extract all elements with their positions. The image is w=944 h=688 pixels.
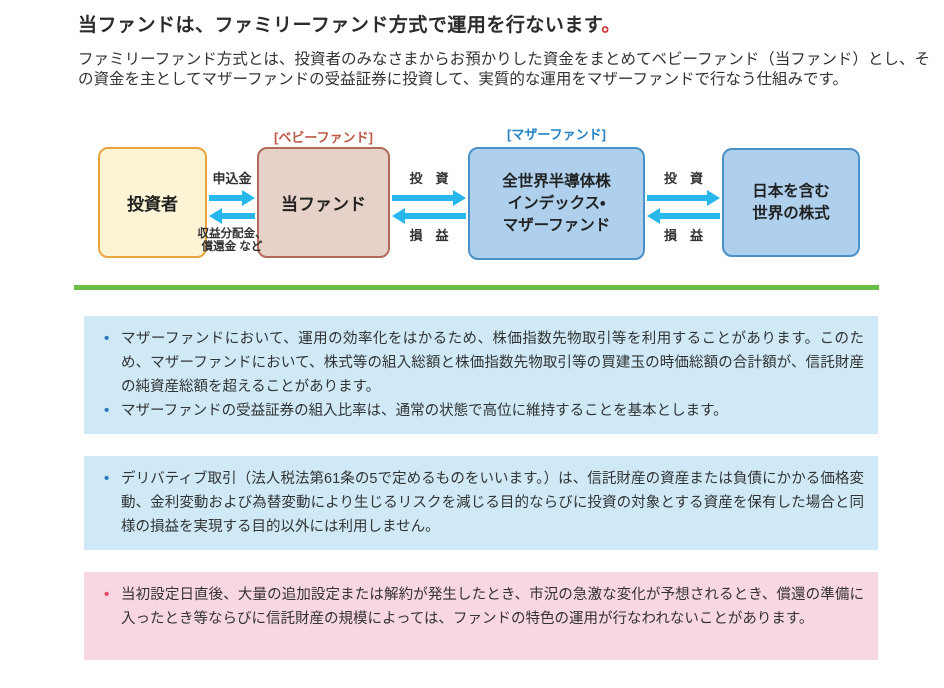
- world-stocks-box-line2: 世界の株式: [752, 204, 830, 222]
- note-item: • 当初設定日直後、大量の追加設定または解約が発生したとき、市況の急激な変化が予想…: [98, 583, 864, 631]
- note-list: • マザーファンドにおいて、運用の効率化をはかるため、株価指数先物取引等を利用する…: [98, 327, 864, 423]
- note-item: • マザーファンドの受益証券の組入比率は、通常の状態で高位に維持することを基本とし…: [98, 399, 864, 423]
- page-title: 当ファンドは、ファミリーファンド方式で運用を行ないます。: [78, 10, 938, 37]
- flow-fund-mother: 投 資 損 益: [392, 171, 466, 243]
- this-fund-box: 当ファンド: [257, 147, 390, 258]
- baby-fund-label: [ベビーファンド]: [274, 130, 373, 145]
- note-list: • デリバティブ取引（法人税法第61条の5で定めるものをいいます。）は、信託財産の…: [98, 467, 864, 539]
- note-box-operation-caution: • 当初設定日直後、大量の追加設定または解約が発生したとき、市況の急激な変化が予想…: [84, 572, 878, 660]
- flow-investor-fund: 申込金 収益分配金、 償還金 など: [198, 171, 267, 254]
- arrow-right-icon: [392, 190, 466, 206]
- arrow-right-icon: [209, 190, 255, 206]
- distribution-label: 収益分配金、 償還金 など: [187, 228, 277, 254]
- page-title-red-period: 。: [601, 15, 621, 36]
- note-item: • デリバティブ取引（法人税法第61条の5で定めるものをいいます。）は、信託財産の…: [98, 467, 864, 539]
- world-stocks-box-line1: 日本を含む: [752, 182, 830, 200]
- bullet-icon: •: [104, 402, 110, 419]
- note-list: • 当初設定日直後、大量の追加設定または解約が発生したとき、市況の急激な変化が予想…: [98, 583, 864, 631]
- mother-fund-box-line3: マザーファンド: [502, 216, 611, 234]
- note-item-text: 当初設定日直後、大量の追加設定または解約が発生したとき、市況の急激な変化が予想さ…: [121, 587, 864, 627]
- mother-fund-label: [マザーファンド]: [507, 127, 606, 142]
- arrow-left-icon: [392, 208, 466, 224]
- arrow-right-icon: [647, 190, 720, 206]
- mother-fund-box-line2: インデックス・: [507, 194, 606, 212]
- bullet-icon: •: [104, 330, 110, 347]
- note-item-text: マザーファンドの受益証券の組入比率は、通常の状態で高位に維持することを基本としま…: [121, 403, 728, 419]
- world-stocks-box: 日本を含む 世界の株式: [722, 148, 860, 257]
- distribution-label-line2: 償還金 など: [201, 241, 263, 253]
- profit-loss-label: 損 益: [409, 228, 449, 243]
- this-fund-box-label: 当ファンド: [281, 195, 366, 214]
- bullet-icon: •: [104, 470, 110, 487]
- investment-label: 投 資: [409, 171, 449, 186]
- mother-fund-box: 全世界半導体株 インデックス・ マザーファンド: [468, 147, 645, 260]
- mother-fund-box-line1: 全世界半導体株: [502, 172, 611, 190]
- arrow-left-icon: [647, 208, 720, 224]
- note-box-derivatives: • デリバティブ取引（法人税法第61条の5で定めるものをいいます。）は、信託財産の…: [84, 456, 878, 550]
- bullet-icon: •: [104, 586, 110, 603]
- application-money-label: 申込金: [212, 171, 252, 186]
- page-title-text: 当ファンドは、ファミリーファンド方式で運用を行ないます: [78, 15, 602, 36]
- note-item-text: マザーファンドにおいて、運用の効率化をはかるため、株価指数先物取引等を利用するこ…: [121, 331, 864, 395]
- distribution-label-line1: 収益分配金、: [197, 228, 267, 240]
- investment-label: 投 資: [663, 171, 703, 186]
- intro-paragraph: ファミリーファンド方式とは、投資者のみなさまからお預かりした資金をまとめてベビー…: [78, 51, 930, 88]
- profit-loss-label: 損 益: [663, 228, 703, 243]
- investor-box: 投資者: [98, 147, 207, 258]
- note-item-text: デリバティブ取引（法人税法第61条の5で定めるものをいいます。）は、信託財産の資…: [121, 471, 864, 535]
- note-item: • マザーファンドにおいて、運用の効率化をはかるため、株価指数先物取引等を利用する…: [98, 327, 864, 399]
- note-box-mother-fund: • マザーファンドにおいて、運用の効率化をはかるため、株価指数先物取引等を利用する…: [84, 316, 878, 434]
- arrow-left-icon: [209, 208, 255, 224]
- flow-mother-stocks: 投 資 損 益: [647, 171, 720, 243]
- investor-box-label: 投資者: [127, 195, 178, 214]
- green-divider: [74, 285, 879, 290]
